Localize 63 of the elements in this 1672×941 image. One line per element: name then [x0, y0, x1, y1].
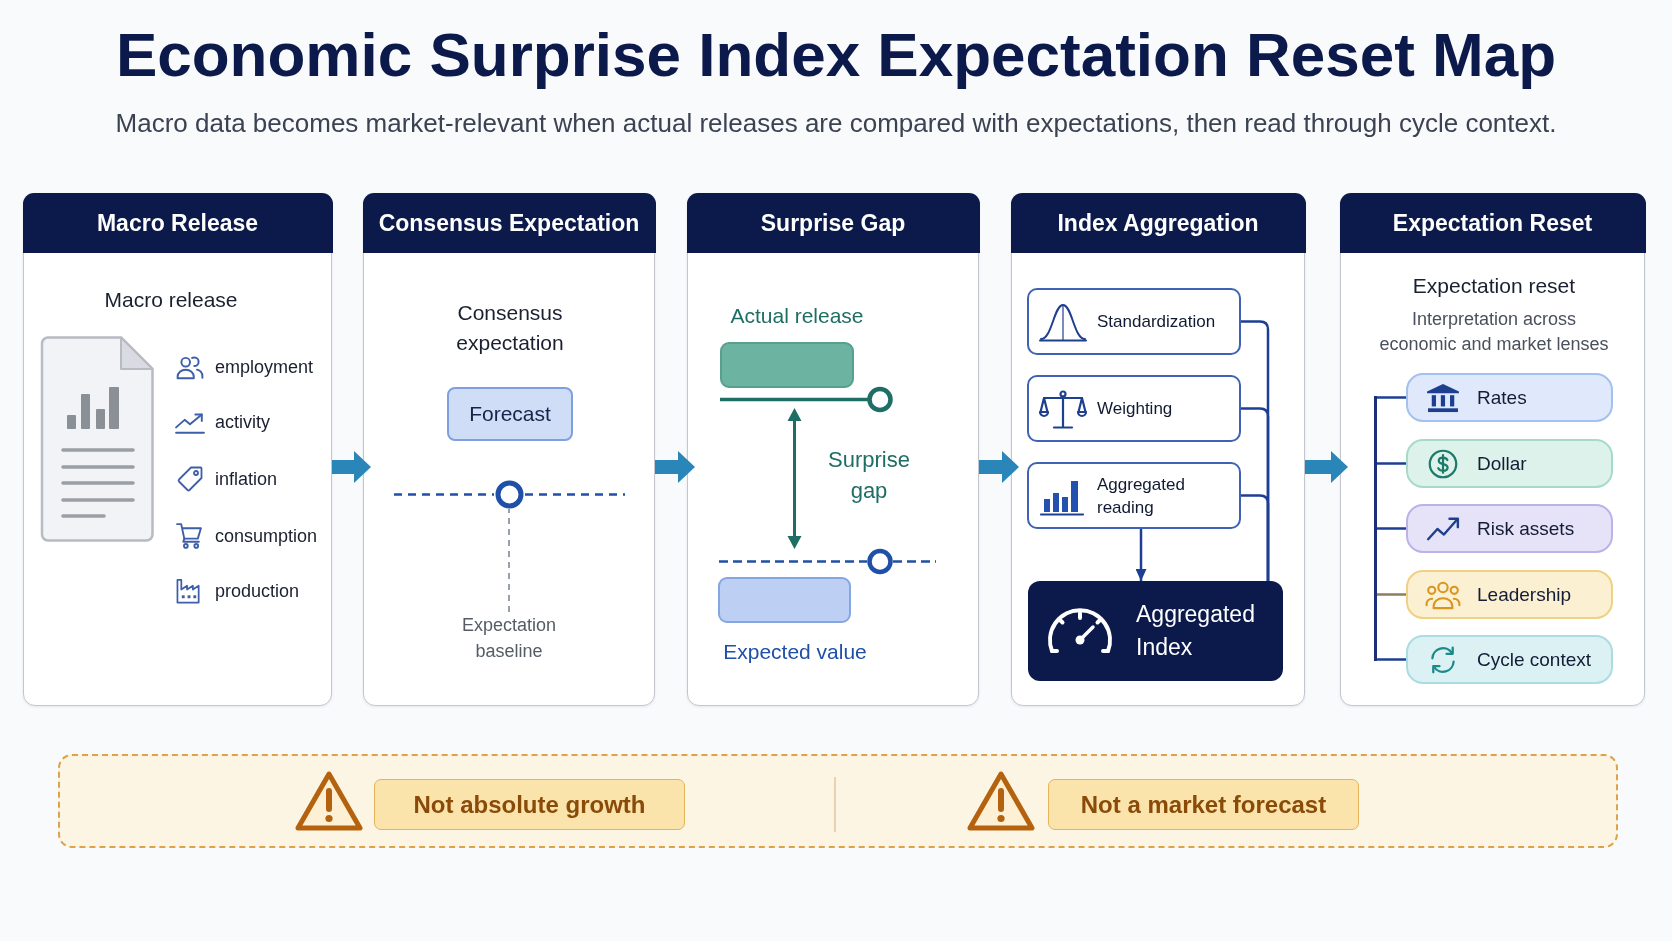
flow-arrow [655, 451, 695, 483]
leader-line [508, 508, 510, 613]
lens-pill [1406, 439, 1613, 488]
item-label: production [215, 580, 300, 602]
step-box [1027, 462, 1241, 529]
connector-line [1377, 593, 1406, 596]
arrow [1135, 529, 1147, 581]
section-heading: Expectation reset [1412, 273, 1576, 299]
panel-header: Index Aggregation [1010, 192, 1306, 253]
step-label: Aggregated reading [1097, 473, 1186, 519]
flow-arrow [979, 451, 1019, 483]
warning-tag: Not absolute growth [374, 779, 685, 830]
step-label: Standardization [1097, 311, 1216, 333]
panel-header: Expectation Reset [1339, 192, 1646, 253]
value-bar [720, 342, 854, 388]
flow-arrow [332, 451, 371, 483]
lens-pill [1406, 504, 1613, 553]
step-box [1027, 375, 1241, 442]
subtitle: Macro data becomes market-relevant when actual releases are compared with expectations, then read through cycle context. [115, 107, 1557, 139]
panel-header: Surprise Gap [686, 192, 980, 253]
panel-header: Consensus Expectation [362, 192, 656, 253]
item-label: inflation [215, 468, 278, 490]
panel-card [1011, 193, 1305, 706]
warning-tag: Not a market forecast [1048, 779, 1359, 830]
step-label: Weighting [1097, 398, 1173, 420]
bus-line [1374, 396, 1377, 661]
value-bar [718, 577, 851, 623]
connector-line [1377, 462, 1406, 465]
warning-band [58, 754, 1618, 848]
lens-label: Cycle context [1477, 647, 1592, 672]
step-box [1027, 288, 1241, 355]
lens-pill [1406, 635, 1613, 684]
diagram-title: Economic Surprise Index Expectation Reset Map [115, 19, 1557, 91]
index-label: Aggregated Index [1136, 600, 1256, 662]
bar-label: Actual release [730, 303, 864, 329]
panel-card [363, 193, 655, 706]
flow-arrow [1305, 451, 1348, 483]
lens-label: Risk assets [1477, 516, 1575, 541]
index-box [1028, 581, 1283, 681]
connector-line [1241, 494, 1270, 581]
baseline-label: Expectation baseline [453, 612, 565, 664]
lens-pill [1406, 570, 1613, 619]
bar-label: Expected value [723, 639, 867, 665]
panel-card [23, 193, 332, 706]
connector-line [1377, 527, 1406, 530]
panel-card [687, 193, 979, 706]
lens-label: Rates [1477, 385, 1527, 410]
lens-label: Leadership [1477, 582, 1572, 607]
lens-pill [1406, 373, 1613, 422]
gap-label: Surprise gap [827, 446, 911, 505]
panel-header: Macro Release [22, 192, 333, 253]
connector-line [1377, 396, 1406, 399]
section-heading: Macro release [104, 287, 238, 313]
forecast-box: Forecast [447, 387, 573, 441]
connector-line [1377, 658, 1406, 661]
item-label: employment [215, 356, 314, 378]
lens-label: Dollar [1477, 451, 1527, 476]
section-heading: Consensus expectation [455, 300, 565, 356]
item-label: activity [215, 411, 270, 433]
section-note: Interpretation across economic and market lenses [1378, 308, 1610, 356]
item-label: consumption [215, 525, 318, 547]
panel-card [1340, 193, 1645, 706]
marker-ring [495, 480, 524, 509]
